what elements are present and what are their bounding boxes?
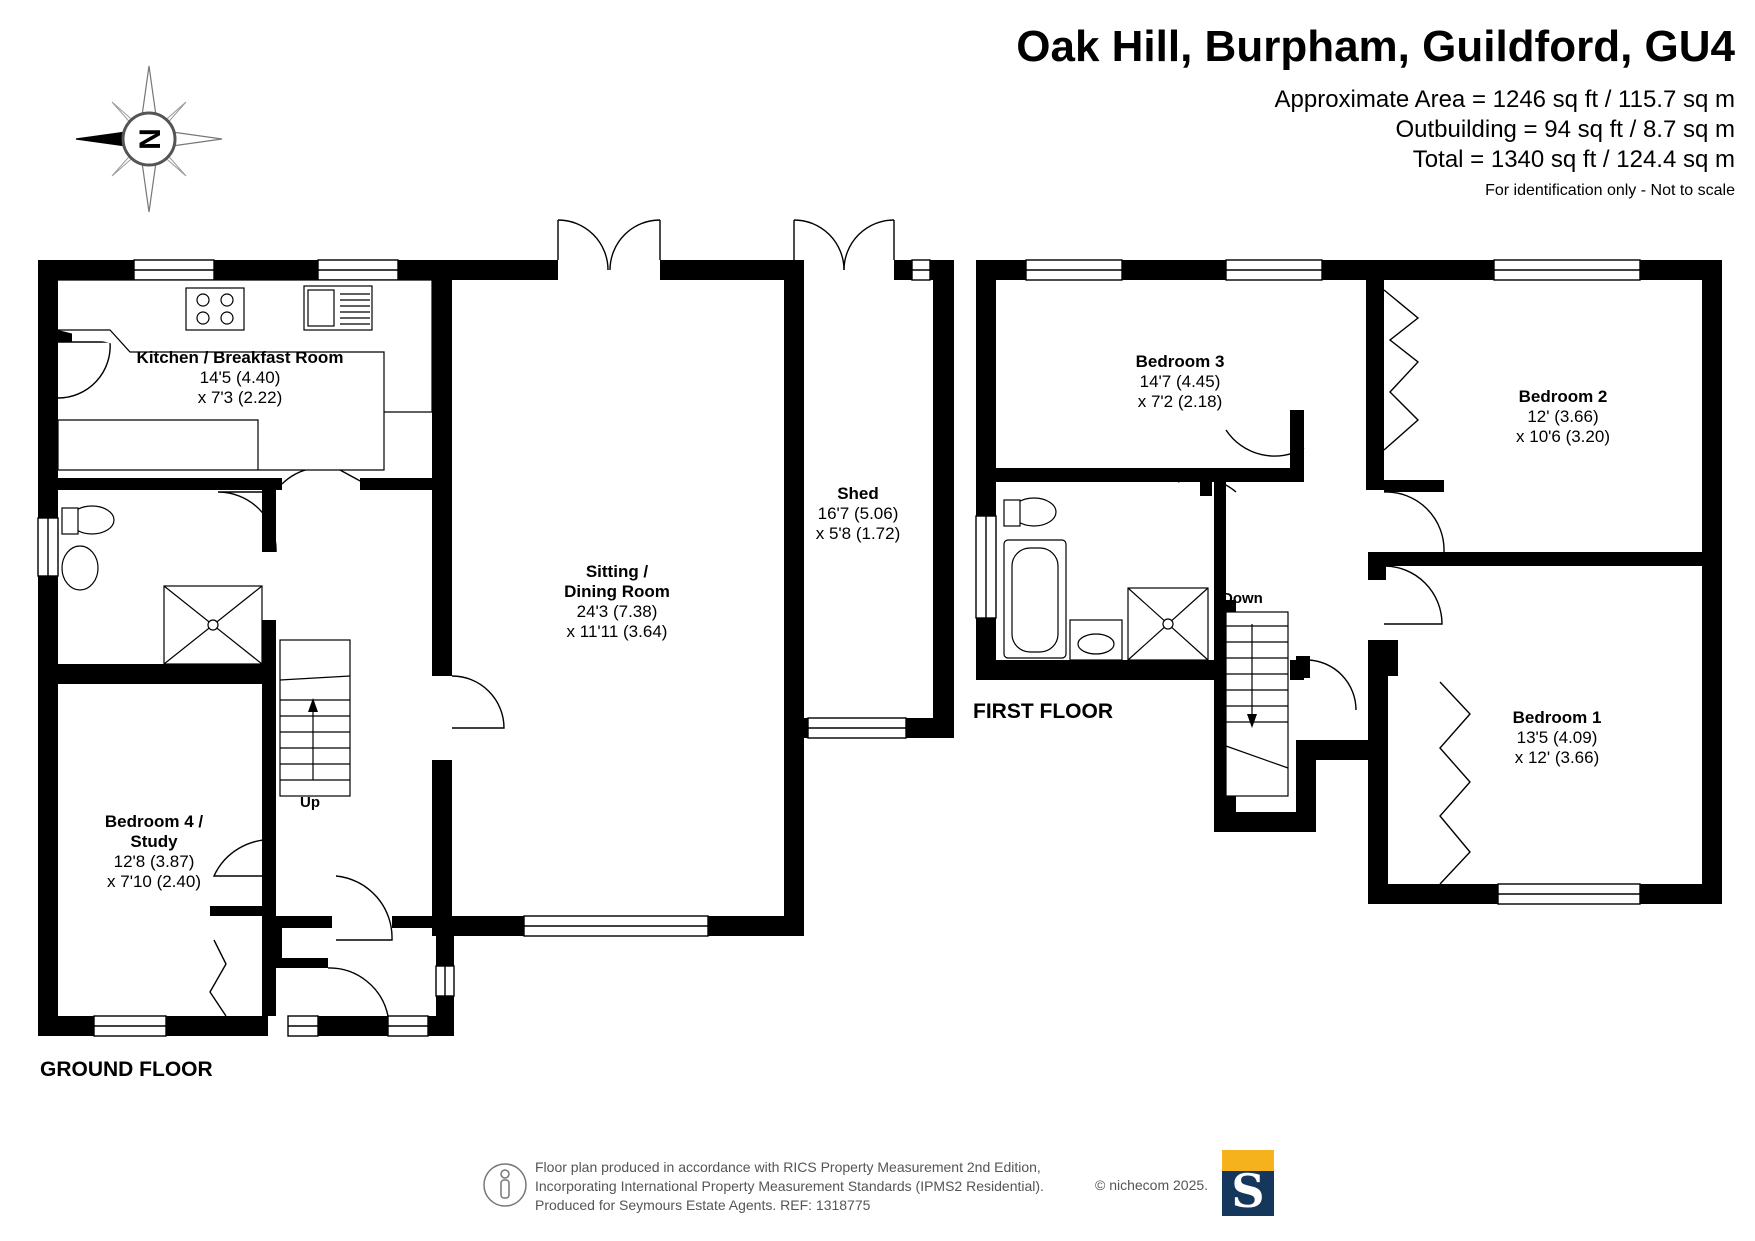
room-dimension: x 7'3 (2.22) bbox=[197, 388, 283, 407]
room-dimension: 12' (3.66) bbox=[1527, 407, 1599, 426]
footer-line: Produced for Seymours Estate Agents. REF… bbox=[535, 1197, 871, 1213]
room-shed: Shed 16'7 (5.06) x 5'8 (1.72) bbox=[816, 484, 901, 544]
room-dimension: x 7'2 (2.18) bbox=[1137, 392, 1223, 411]
room-name: Bedroom 3 bbox=[1135, 352, 1225, 371]
scale-disclaimer: For identification only - Not to scale bbox=[1485, 182, 1735, 199]
footer-line: Incorporating International Property Mea… bbox=[535, 1178, 1044, 1194]
compass-icon: N bbox=[75, 65, 223, 213]
room-dimension: x 10'6 (3.20) bbox=[1516, 427, 1610, 446]
room-sitting-dining: Sitting / Dining Room 24'3 (7.38) x 11'1… bbox=[564, 562, 670, 642]
stairs-down-label: Down bbox=[1222, 590, 1263, 607]
room-dimension: x 12' (3.66) bbox=[1514, 748, 1600, 767]
logo-letter: S bbox=[1231, 1164, 1265, 1218]
wall bbox=[38, 260, 58, 1036]
seymours-logo: S bbox=[1222, 1150, 1274, 1218]
room-name: Shed bbox=[837, 484, 879, 503]
room-bedroom-1: Bedroom 1 13'5 (4.09) x 12' (3.66) bbox=[1513, 708, 1602, 768]
room-dimension: 16'7 (5.06) bbox=[817, 504, 899, 523]
footer-line: Floor plan produced in accordance with R… bbox=[535, 1159, 1041, 1175]
room-name: Bedroom 1 bbox=[1512, 708, 1602, 727]
property-title: Oak Hill, Burpham, Guildford, GU4 bbox=[1016, 22, 1735, 71]
ground-floor-label: GROUND FLOOR bbox=[40, 1058, 213, 1081]
room-dimension: 13'5 (4.09) bbox=[1516, 728, 1598, 747]
first-floor-label: FIRST FLOOR bbox=[973, 700, 1113, 723]
room-bedroom-4: Bedroom 4 / Study 12'8 (3.87) x 7'10 (2.… bbox=[105, 812, 203, 892]
room-bedroom-2: Bedroom 2 12' (3.66) x 10'6 (3.20) bbox=[1516, 387, 1610, 447]
rics-person-icon bbox=[483, 1163, 527, 1207]
room-name: Kitchen / Breakfast Room bbox=[136, 348, 344, 367]
room-name: Bedroom 2 bbox=[1518, 387, 1608, 406]
copyright: © nichecom 2025. bbox=[1095, 1177, 1209, 1193]
total-area: Total = 1340 sq ft / 124.4 sq m bbox=[1412, 146, 1735, 173]
room-kitchen: Kitchen / Breakfast Room 14'5 (4.40) x 7… bbox=[137, 348, 344, 408]
room-dimension: 12'8 (3.87) bbox=[113, 852, 195, 871]
room-dimension: x 7'10 (2.40) bbox=[107, 872, 201, 891]
room-dimension: x 5'8 (1.72) bbox=[815, 524, 901, 543]
room-name: Study bbox=[130, 832, 178, 851]
footer-notes: Floor plan produced in accordance with R… bbox=[535, 1158, 1044, 1215]
room-dimension: 14'7 (4.45) bbox=[1139, 372, 1221, 391]
room-dimension: 24'3 (7.38) bbox=[576, 602, 658, 621]
room-name: Bedroom 4 / bbox=[104, 812, 204, 831]
room-dimension: 14'5 (4.40) bbox=[199, 368, 281, 387]
room-bedroom-3: Bedroom 3 14'7 (4.45) x 7'2 (2.18) bbox=[1136, 352, 1225, 412]
compass-letter: N bbox=[134, 128, 167, 150]
approximate-area: Approximate Area = 1246 sq ft / 115.7 sq… bbox=[1274, 86, 1736, 113]
room-dimension: x 11'11 (3.64) bbox=[566, 622, 668, 641]
room-name: Dining Room bbox=[564, 582, 670, 601]
stairs-up-label: Up bbox=[300, 794, 320, 811]
room-name: Sitting / bbox=[585, 562, 649, 581]
outbuilding-area: Outbuilding = 94 sq ft / 8.7 sq m bbox=[1395, 116, 1735, 143]
